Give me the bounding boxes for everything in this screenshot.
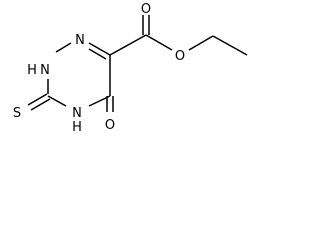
bond-n1-n2 (55, 42, 72, 53)
atom-o-ester: O (175, 49, 185, 64)
atom-n1: N (75, 33, 85, 48)
atom-n2: N (40, 63, 50, 78)
atom-o-ring: O (105, 118, 115, 133)
bond-cester-oester (145, 34, 173, 51)
bond-oester-ch2 (188, 35, 214, 51)
molecule-structure: N H N S N H O O O (13, 2, 248, 135)
bond-c3-n4 (47, 95, 67, 107)
bond-ch2-ch3 (212, 35, 248, 56)
atom-o-carbonyl: O (141, 2, 151, 17)
atom-h-n4: H (72, 120, 82, 135)
bond-c6-n1-inner (88, 48, 107, 60)
bond-c6-cester (109, 34, 147, 56)
ring-carbonyl (106, 96, 114, 112)
ethyl-ester-group (109, 15, 248, 56)
atom-labels: N H N S N H O O O (13, 2, 185, 135)
bond-c3-s-a (27, 93, 48, 106)
atom-h-n2: H (27, 63, 37, 78)
atom-n4: N (72, 106, 82, 121)
bond-c3-s-b (30, 98, 51, 111)
thione-group (27, 93, 51, 111)
triazine-ring (47, 42, 111, 107)
bond-c6-n1-outer (88, 42, 111, 56)
atom-s: S (13, 106, 21, 121)
